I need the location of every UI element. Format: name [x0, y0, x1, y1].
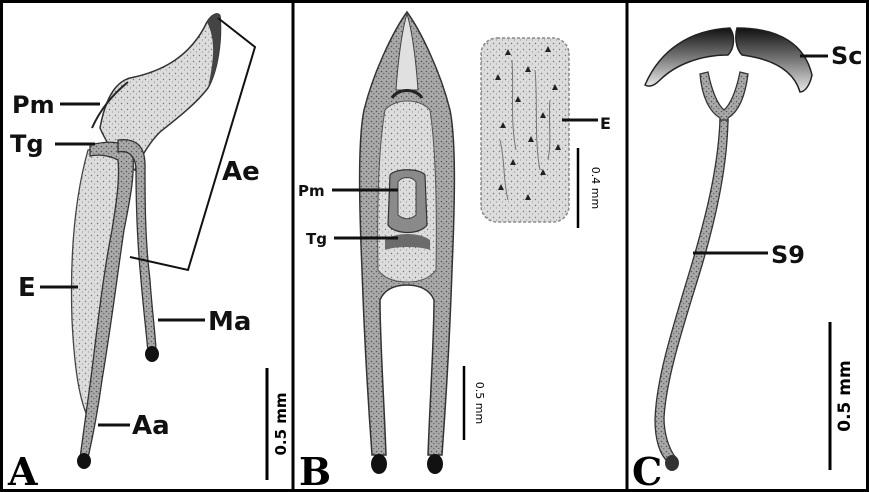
label-aa: Aa	[132, 411, 170, 441]
label-tg-a: Tg	[10, 130, 44, 158]
scale-label-b: 0.5 mm	[473, 382, 486, 424]
label-e-b: E	[600, 114, 611, 133]
panel-letter-c: C	[632, 449, 662, 492]
endophallus-inset	[481, 38, 569, 222]
label-sc: Sc	[831, 42, 863, 70]
s9-fork	[700, 72, 748, 122]
label-pm-b: Pm	[298, 182, 325, 200]
s9-knob	[665, 455, 679, 471]
scale-label-b-inset: 0.4 mm	[589, 167, 602, 209]
inset-frame	[481, 38, 569, 222]
paramere-body	[398, 178, 416, 219]
prong-knob-left	[371, 454, 387, 474]
panel-letter-b: B	[299, 449, 331, 492]
panel-a: Pm Tg Ae E Ma Aa 0.5 mm A	[7, 14, 290, 492]
anterior-apodeme-knob	[77, 453, 91, 469]
label-pm-a: Pm	[12, 91, 55, 119]
label-ma: Ma	[208, 307, 251, 337]
panel-letter-a: A	[7, 449, 38, 492]
panel-c: Sc S9 0.5 mm C	[632, 28, 863, 492]
label-tg-b: Tg	[306, 230, 327, 248]
label-s9: S9	[771, 241, 805, 269]
label-ae: Ae	[222, 157, 260, 187]
scale-label-c: 0.5 mm	[835, 360, 855, 431]
sclerite-left	[645, 28, 734, 86]
median-apodeme-knob	[145, 346, 159, 362]
label-e-a: E	[18, 273, 36, 303]
prong-knob-right	[427, 454, 443, 474]
scale-label-a: 0.5 mm	[272, 392, 290, 455]
panel-b: E 0.4 mm Pm Tg 0.5 mm B	[298, 12, 611, 492]
s9-stem	[655, 120, 728, 462]
